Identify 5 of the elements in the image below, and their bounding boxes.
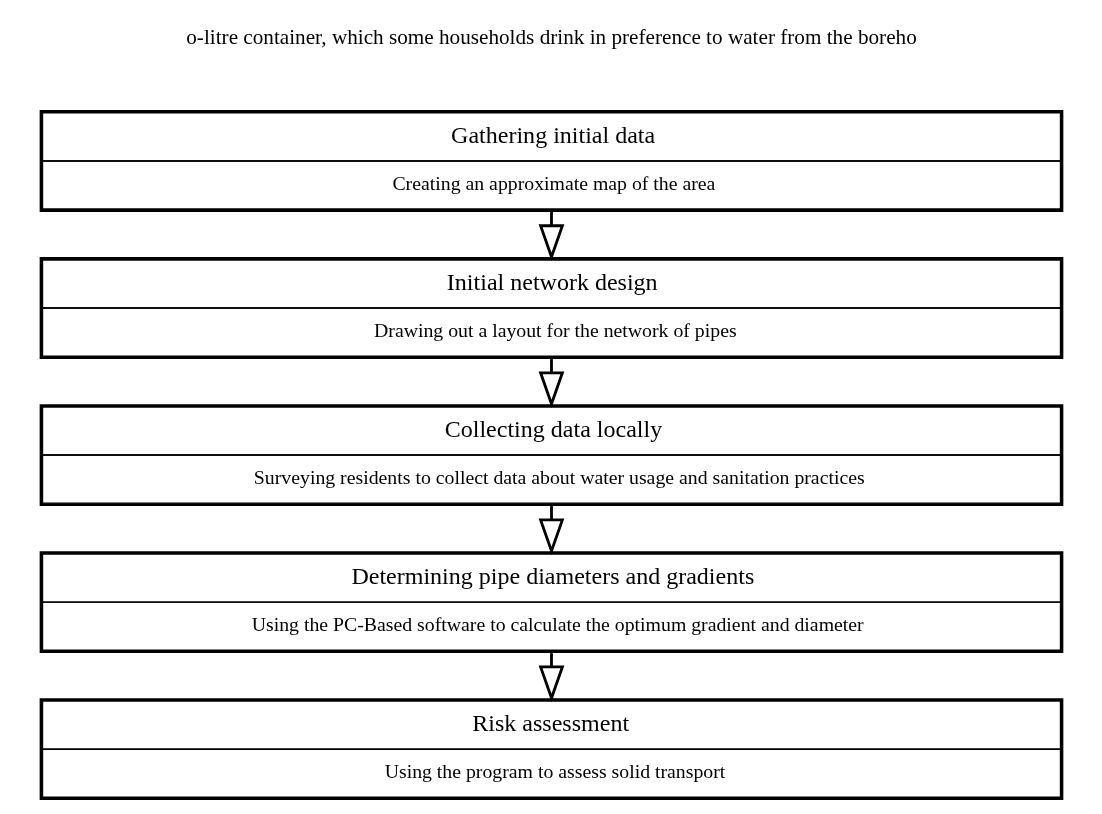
label: o-litre container, which some households drink in preference to water from the boreho bbox=[185, 25, 917, 50]
arrow bbox=[538, 653, 564, 703]
arrow bbox=[538, 212, 564, 262]
arrow bbox=[538, 359, 564, 409]
arrow bbox=[538, 506, 564, 556]
